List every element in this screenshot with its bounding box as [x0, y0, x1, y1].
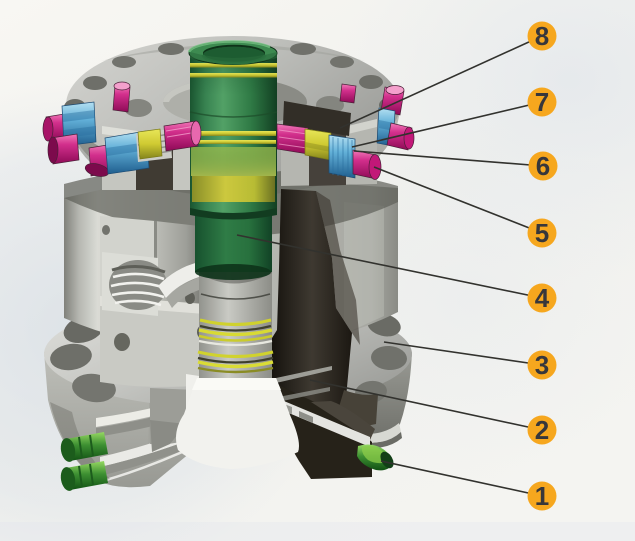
svg-text:1: 1 [535, 481, 549, 511]
svg-text:7: 7 [535, 87, 549, 117]
svg-text:4: 4 [535, 283, 550, 313]
svg-text:5: 5 [535, 218, 549, 248]
svg-text:6: 6 [536, 151, 550, 181]
svg-text:2: 2 [535, 415, 549, 445]
svg-text:8: 8 [535, 21, 549, 51]
svg-text:3: 3 [535, 350, 549, 380]
